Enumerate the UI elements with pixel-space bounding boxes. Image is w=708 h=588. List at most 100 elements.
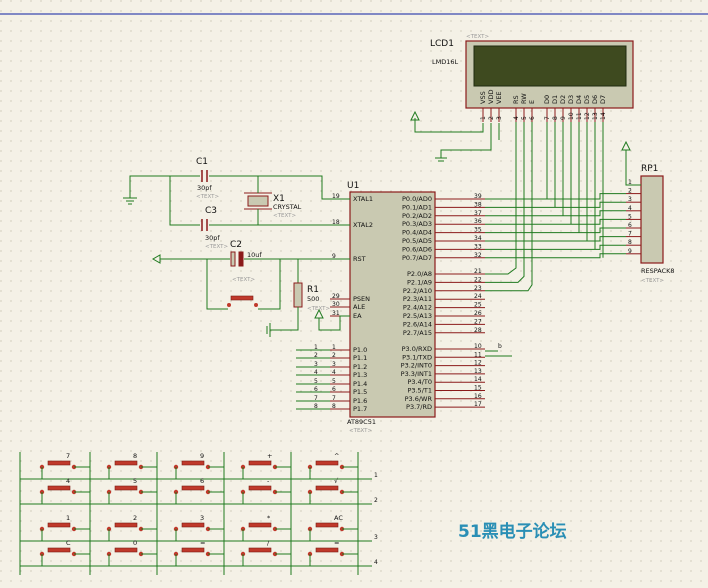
mcu-left-pin-name: EA — [353, 312, 362, 320]
p1-net-label: 7 — [314, 395, 318, 402]
rp1-ref: RP1 — [641, 164, 658, 174]
keypad-key-label: + — [267, 452, 272, 460]
keypad-key[interactable]: √ — [307, 477, 358, 504]
keypad-key-label: - — [267, 477, 270, 485]
mcu-right-pin-number: 35 — [474, 227, 482, 234]
mcu-right-pin-number: 28 — [474, 327, 482, 334]
rp1-pin-number: 8 — [628, 239, 632, 246]
mcu-left-pin-number: 8 — [332, 403, 336, 410]
mcu-right-pin-name: P0.3/AD3 — [402, 220, 432, 228]
lcd-pin-number: 12 — [584, 112, 591, 120]
keypad-key[interactable]: = — [173, 539, 224, 566]
keypad-key[interactable]: / — [240, 539, 291, 566]
mcu-left-pin-number: 9 — [332, 253, 336, 260]
mcu-right-pin-name: P0.7/AD7 — [402, 254, 432, 262]
watermark: 51黑电子论坛 — [458, 521, 567, 542]
mcu-right-pin-number: 33 — [474, 243, 482, 250]
lcd-pin-name: VEE — [495, 91, 503, 104]
mcu-right-pin-name: P3.0/RXD — [402, 345, 432, 353]
mcu-text-placeholder: <TEXT> — [349, 428, 372, 434]
mcu-right-pin-name: P0.5/AD5 — [402, 237, 432, 245]
p1-net-label: 2 — [314, 352, 318, 359]
keypad-key[interactable]: AC — [307, 514, 358, 541]
mcu-component[interactable]: U1 AT89C51 <TEXT> XTAL119XTAL218RST9PSEN… — [330, 181, 485, 434]
lcd-ref: LCD1 — [430, 39, 454, 49]
keypad-key-label: ^ — [334, 452, 339, 460]
p1-net-label: 8 — [314, 403, 318, 410]
c3-text: <TEXT> — [205, 244, 228, 250]
lcd-pin-number: 4 — [513, 116, 520, 120]
p1-net-label: 5 — [314, 378, 318, 385]
rp1-pin-number: 7 — [628, 231, 632, 238]
mcu-left-pin-name: P1.6 — [353, 397, 367, 405]
keypad-key[interactable]: 4 — [39, 477, 90, 504]
mcu-right-pin-name: P0.4/AD4 — [402, 229, 432, 237]
keypad-key[interactable]: * — [240, 514, 291, 541]
p3-net-label: b — [498, 343, 502, 350]
keypad-key[interactable]: - — [240, 477, 291, 504]
rp1-pin-number: 9 — [628, 248, 632, 255]
bus-wires — [485, 122, 626, 292]
lcd-pin-number: 2 — [488, 116, 495, 120]
oscillator-circuit[interactable]: C1 30pf <TEXT> C3 30pf <TEXT> X1 CRYSTAL… — [123, 157, 350, 250]
keypad-key-label: 2 — [133, 514, 137, 522]
reset-circuit[interactable]: C2 10uf <TEXT> R1 500 <TEXT> — [151, 240, 350, 337]
keypad-row-net-label: 3 — [374, 534, 378, 541]
keypad-key[interactable]: 5 — [106, 477, 157, 504]
keypad-key[interactable]: 8 — [106, 452, 157, 479]
keypad-key[interactable]: 0 — [106, 539, 157, 566]
mcu-left-pin-number: 2 — [332, 352, 336, 359]
keypad-key-label: 0 — [133, 539, 137, 547]
c2-text: <TEXT> — [232, 277, 255, 283]
keypad-key[interactable]: = — [307, 539, 358, 566]
keypad-key-label: C — [66, 539, 71, 547]
mcu-right-pin-name: P3.1/TXD — [402, 353, 432, 361]
mcu-right-pin-number: 24 — [474, 293, 482, 300]
lcd-pin-name: E — [528, 100, 536, 104]
keypad-key[interactable]: 6 — [173, 477, 224, 504]
keypad-key[interactable]: 3 — [173, 514, 224, 541]
mcu-right-pin-name: P3.2/INT0 — [401, 362, 432, 370]
c1-value: 30pf — [197, 184, 212, 192]
mcu-left-pin-name: P1.2 — [353, 363, 367, 371]
keypad-key[interactable]: 1 — [39, 514, 90, 541]
c3-value: 30pf — [205, 234, 220, 242]
lcd-pin-name: VDD — [487, 90, 495, 104]
mcu-right-pin-number: 34 — [474, 235, 482, 242]
mcu-left-pin-name: P1.3 — [353, 371, 367, 379]
lcd-component[interactable]: LCD1 <TEXT> LMD16L VSS1VDD2VEE3RS4RW5E6D… — [430, 34, 634, 122]
keypad-key[interactable]: 7 — [39, 452, 90, 479]
x1-value: CRYSTAL — [273, 203, 302, 211]
lcd-pin-name: D7 — [599, 95, 607, 104]
mcu-left-pin-name: XTAL2 — [353, 221, 373, 229]
lcd-pin-number: 1 — [480, 116, 487, 120]
mcu-right-pin-number: 10 — [474, 343, 482, 350]
rp1-body — [640, 175, 664, 264]
rp1-pin-number: 1 — [628, 179, 632, 186]
rp1-pin-number: 6 — [628, 222, 632, 229]
mcu-right-pin-name: P2.1/A9 — [407, 278, 432, 286]
rp1-vcc-wire — [625, 150, 641, 186]
rp1-pin-number: 5 — [628, 213, 632, 220]
keypad-key[interactable]: + — [240, 452, 291, 479]
lcd-pin-number: 10 — [568, 112, 575, 120]
mcu-right-pin-name: P3.4/T0 — [407, 378, 432, 386]
keypad-key-label: 9 — [200, 452, 204, 460]
keypad-key[interactable]: ^ — [307, 452, 358, 479]
keypad-key-label: 5 — [133, 477, 137, 485]
x1-body — [247, 195, 269, 207]
keypad-key-label: 4 — [66, 477, 70, 485]
keypad-key[interactable]: 2 — [106, 514, 157, 541]
lcd-pin-number: 14 — [600, 112, 607, 120]
keypad-key[interactable]: 9 — [173, 452, 224, 479]
keypad-key-label: 3 — [200, 514, 204, 522]
mcu-right-pin-name: P0.6/AD6 — [402, 245, 432, 253]
lcd-supply-wires — [410, 110, 500, 162]
mcu-left-pin-name: P1.4 — [353, 380, 367, 388]
keypad-key[interactable]: C — [39, 539, 90, 566]
